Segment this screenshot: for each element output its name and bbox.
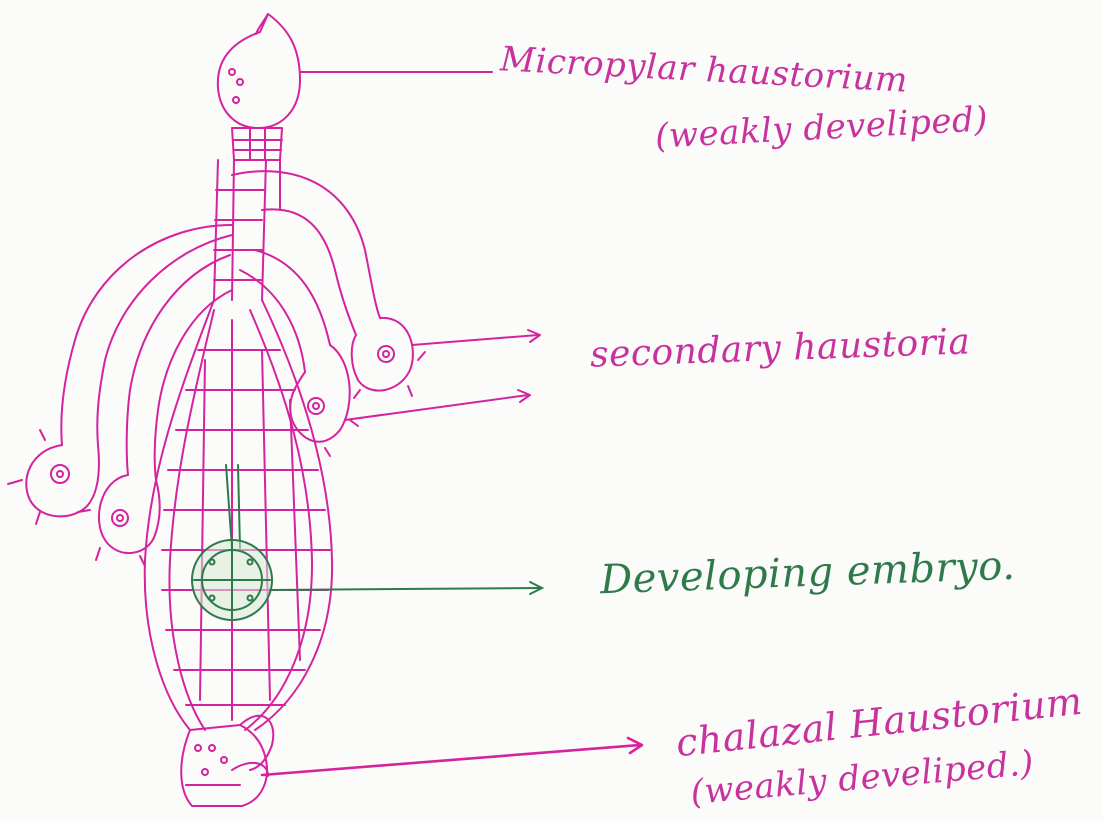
neck-column — [214, 160, 280, 300]
chalazal-pointer-line — [262, 745, 640, 775]
chalazal-haustorium — [181, 716, 273, 806]
secondary-pointer-lower — [345, 395, 528, 420]
micropylar-haustorium — [218, 14, 300, 160]
secondary-pointer-upper — [412, 335, 538, 345]
secondary-haustorium-left-inner — [78, 255, 232, 566]
developing-embryo — [192, 465, 542, 620]
secondary-haustorium-right-lower — [240, 250, 358, 456]
